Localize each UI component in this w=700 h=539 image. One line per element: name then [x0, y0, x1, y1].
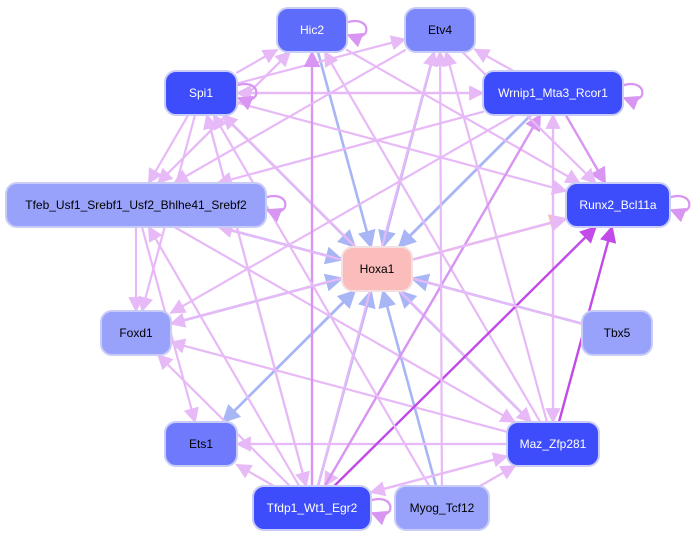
node-tbx5[interactable]: Tbx5: [581, 310, 653, 356]
node-spi1[interactable]: Spi1: [164, 70, 238, 116]
node-maz-label: Maz_Zfp281: [520, 437, 587, 451]
edge-wrnip1-to-tfeb: [216, 110, 485, 187]
edge-tfdp1-to-maz: [369, 452, 509, 494]
node-ets1-label: Ets1: [189, 437, 213, 451]
edge-myog-to-maz: [479, 464, 517, 488]
self-loop-spi1: [234, 83, 258, 111]
node-tfdp1[interactable]: Tfdp1_Wt1_Egr2: [252, 485, 372, 531]
edge-tfeb-to-maz: [173, 225, 516, 424]
self-loop-hic2: [344, 20, 368, 48]
edge-tfdp1-to-tfeb: [147, 225, 301, 488]
edge-maz-to-hic2: [323, 50, 542, 424]
node-ets1[interactable]: Ets1: [164, 421, 238, 467]
self-loops-layer: [234, 20, 691, 526]
edge-etv4-to-tfeb: [172, 49, 407, 185]
edge-maz-to-foxd1: [169, 338, 509, 433]
self-loop-tfdp1: [368, 498, 392, 526]
node-tfeb[interactable]: Tfeb_Usf1_Srebf1_Usf2_Bhlhe41_Srebf2: [5, 182, 267, 228]
node-hic2-label: Hic2: [300, 23, 324, 37]
node-hic2[interactable]: Hic2: [276, 7, 348, 53]
edge-wrnip1-to-etv4: [473, 48, 515, 73]
node-myog[interactable]: Myog_Tcf12: [394, 485, 490, 531]
edge-tfdp1-to-ets1: [235, 463, 275, 488]
self-loop-wrnip1: [620, 83, 644, 111]
node-hoxa1[interactable]: Hoxa1: [341, 246, 413, 292]
node-etv4-label: Etv4: [428, 23, 452, 37]
edge-wrnip1-to-foxd1: [169, 113, 516, 314]
node-runx2[interactable]: Runx2_Bcl11a: [565, 182, 671, 228]
node-etv4[interactable]: Etv4: [404, 7, 476, 53]
self-loop-runx2: [667, 195, 691, 223]
node-tbx5-label: Tbx5: [604, 326, 631, 340]
edge-spi1-to-hic2: [235, 48, 279, 74]
node-spi1-label: Spi1: [189, 86, 213, 100]
node-tfeb-label: Tfeb_Usf1_Srebf1_Usf2_Bhlhe41_Srebf2: [25, 198, 247, 212]
edge-etv4-to-runx2: [461, 50, 597, 185]
node-tfdp1-label: Tfdp1_Wt1_Egr2: [267, 501, 358, 515]
edge-spi1-to-tfeb: [147, 113, 190, 185]
node-wrnip1[interactable]: Wrnip1_Mta3_Rcor1: [482, 70, 624, 116]
edge-wrnip1-to-runx2: [564, 113, 607, 185]
edge-tfdp1-to-foxd1: [157, 353, 291, 488]
node-foxd1[interactable]: Foxd1: [100, 310, 172, 356]
node-myog-label: Myog_Tcf12: [410, 501, 475, 515]
edge-myog-to-spi1: [212, 113, 431, 488]
node-maz[interactable]: Maz_Zfp281: [506, 421, 600, 467]
edge-myog-to-hoxa1: [378, 289, 438, 488]
edge-myog-to-etv4: [432, 50, 448, 488]
edge-tfdp1-to-wrnip1: [323, 113, 542, 488]
node-hoxa1-label: Hoxa1: [360, 262, 395, 276]
self-loop-tfeb: [263, 195, 287, 223]
node-runx2-label: Runx2_Bcl11a: [579, 198, 656, 212]
node-wrnip1-label: Wrnip1_Mta3_Rcor1: [498, 86, 608, 100]
edge-tfdp1-to-runx2: [333, 225, 597, 488]
edge-spi1-to-runx2: [235, 101, 568, 195]
node-foxd1-label: Foxd1: [119, 326, 153, 340]
